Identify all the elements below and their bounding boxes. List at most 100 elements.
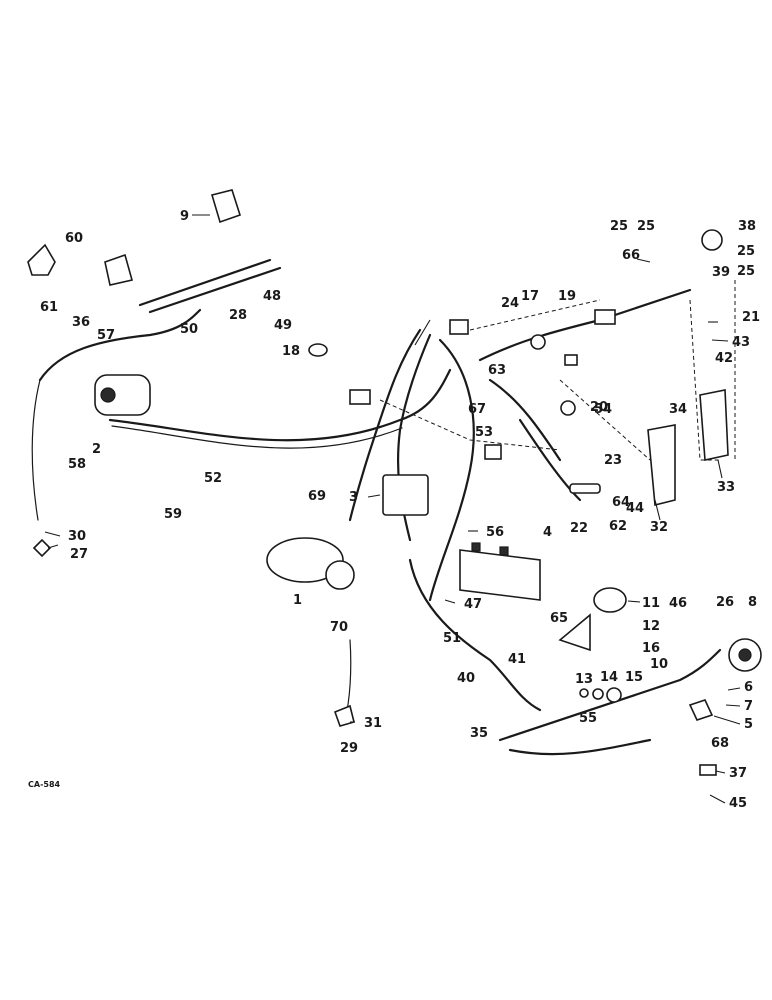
leader-33 <box>717 459 723 479</box>
callout-34: 34 <box>669 402 687 417</box>
callout-25b: 25 <box>637 219 655 234</box>
callout-3: 3 <box>349 490 358 505</box>
callout-43: 43 <box>732 335 750 350</box>
gauge-38 <box>701 229 723 251</box>
callout-52: 52 <box>204 471 222 486</box>
plate-33 <box>699 389 729 461</box>
callout-25a: 25 <box>610 219 628 234</box>
leaders <box>44 214 741 804</box>
callout-39: 39 <box>712 265 730 280</box>
callout-36: 36 <box>72 315 90 330</box>
callout-66: 66 <box>622 248 640 263</box>
dash-5 <box>379 399 561 451</box>
leader-6 <box>727 687 741 691</box>
callout-46: 46 <box>669 596 687 611</box>
rear-harness-51 <box>408 558 542 712</box>
callout-13: 13 <box>575 672 593 687</box>
components <box>27 189 762 776</box>
callout-20: 20 <box>590 400 608 415</box>
callout-32: 32 <box>650 520 668 535</box>
connector-54 <box>594 309 616 325</box>
callout-67: 67 <box>468 402 486 417</box>
callout-56: 56 <box>486 525 504 540</box>
callout-30: 30 <box>68 529 86 544</box>
callout-31: 31 <box>364 716 382 731</box>
battery-post-2 <box>499 546 509 556</box>
callout-18: 18 <box>282 344 300 359</box>
callout-29: 29 <box>340 741 358 756</box>
work-lamp-9 <box>210 189 241 224</box>
callout-65: 65 <box>550 611 568 626</box>
dash-2 <box>559 379 651 461</box>
callout-35: 35 <box>470 726 488 741</box>
starter-1 <box>266 537 344 583</box>
generator-pulley <box>100 387 116 403</box>
callout-50: 50 <box>180 322 198 337</box>
bracket-rail-28 <box>138 258 272 307</box>
fuse-64 <box>569 483 601 494</box>
left-lead <box>31 379 41 521</box>
callout-16: 16 <box>642 641 660 656</box>
part-15 <box>606 687 622 703</box>
callout-11: 11 <box>642 596 660 611</box>
callout-4: 4 <box>543 525 552 540</box>
front-harness-52 <box>108 368 452 442</box>
switch-19 <box>564 354 578 366</box>
callout-40: 40 <box>457 671 475 686</box>
callout-38: 38 <box>738 219 756 234</box>
plate-32 <box>647 424 676 507</box>
callout-68: 68 <box>711 736 729 751</box>
reference-dashes <box>379 280 736 461</box>
front-harness-52-b <box>111 425 403 449</box>
connector-53 <box>484 444 502 460</box>
leader-30 <box>44 531 61 537</box>
leader-32 <box>654 499 661 521</box>
battery-4 <box>459 549 541 601</box>
lamp-left <box>104 253 133 286</box>
bracket-65 <box>558 613 591 652</box>
leader-49 <box>414 319 431 346</box>
leader-45 <box>709 794 726 804</box>
callout-42: 42 <box>715 351 733 366</box>
dash-1 <box>469 299 601 331</box>
callout-26: 26 <box>716 595 734 610</box>
callout-49: 49 <box>274 318 292 333</box>
callout-54: 54 <box>594 402 612 417</box>
callout-5: 5 <box>744 717 753 732</box>
leader-7 <box>725 704 741 707</box>
upper-harness-50 <box>38 308 202 382</box>
callout-17: 17 <box>521 289 539 304</box>
rear-harness-46 <box>498 648 722 742</box>
callout-55: 55 <box>579 711 597 726</box>
leader-43 <box>711 339 729 342</box>
generator-2 <box>94 374 151 416</box>
callout-63: 63 <box>488 363 506 378</box>
starter-solenoid <box>325 560 355 590</box>
callout-69: 69 <box>308 489 326 504</box>
callout-61: 61 <box>40 300 58 315</box>
bracket-rail-28-b <box>148 266 282 314</box>
switch-17 <box>530 334 546 350</box>
callout-14: 14 <box>600 670 618 685</box>
drawing-code: CA-584 <box>28 780 61 789</box>
rear-lamp-lens <box>738 648 752 662</box>
battery-post-1 <box>471 542 481 552</box>
regulator-3 <box>382 474 429 516</box>
callout-64: 64 <box>612 495 630 510</box>
flasher-5 <box>688 699 714 721</box>
callout-9: 9 <box>180 209 189 224</box>
callout-21: 21 <box>742 310 760 325</box>
switch-37 <box>699 764 717 776</box>
callout-12: 12 <box>642 619 660 634</box>
callout-28: 28 <box>229 308 247 323</box>
part-14 <box>592 688 604 700</box>
connector-top <box>449 319 469 335</box>
callout-7: 7 <box>744 699 753 714</box>
callout-51: 51 <box>443 631 461 646</box>
callout-1: 1 <box>293 593 302 608</box>
callout-60: 60 <box>65 231 83 246</box>
callout-2: 2 <box>92 442 101 457</box>
leader-66 <box>636 258 651 263</box>
leader-5 <box>713 715 741 725</box>
callout-59: 59 <box>164 507 182 522</box>
